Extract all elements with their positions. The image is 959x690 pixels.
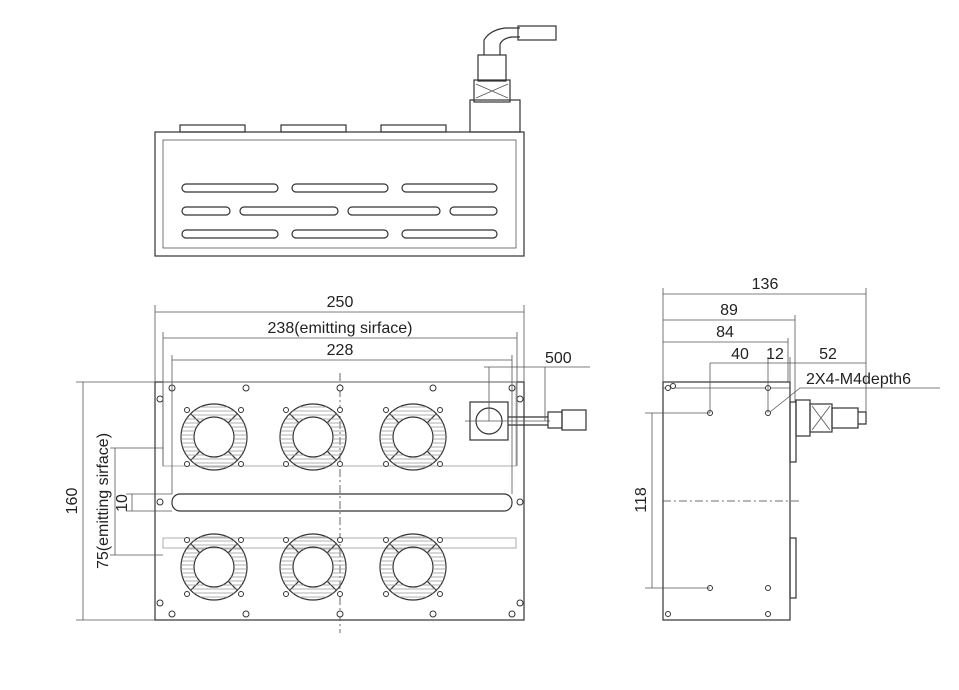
fan-screw [283, 591, 289, 597]
mounting-hole [242, 610, 250, 618]
fan-hub [292, 416, 334, 458]
side-view [662, 381, 867, 621]
fan-outer-ring [379, 533, 447, 601]
vent-slot [291, 183, 389, 193]
dim-228: 228 [327, 342, 354, 359]
fan [379, 533, 447, 601]
mounting-hole [516, 599, 524, 607]
fan-outer-ring [180, 403, 248, 471]
dim-75-emitting: 75(emitting sirface) [95, 433, 112, 569]
dim-160: 160 [64, 488, 81, 515]
mounting-hole [156, 498, 164, 506]
fan [379, 403, 447, 471]
side-hole [670, 383, 676, 389]
front-view [154, 373, 587, 633]
fan-outer-ring [379, 403, 447, 471]
fan-hub [392, 416, 434, 458]
side-dimensions: 136 89 84 40 12 52 2X4-M4depth6 118 [633, 276, 940, 589]
mounting-hole [156, 395, 164, 403]
fan-screw [238, 407, 244, 413]
mounting-hole [168, 610, 176, 618]
connector-top [469, 25, 557, 133]
dim-500-cable: 500 [545, 350, 572, 367]
vent-slot [347, 206, 441, 216]
mounting-hole [516, 395, 524, 403]
fan-screw [184, 407, 190, 413]
mounting-hole [516, 498, 524, 506]
fan [279, 403, 347, 471]
fan-screw [184, 461, 190, 467]
fan-hub [193, 416, 235, 458]
fan [279, 533, 347, 601]
fan-hub [392, 546, 434, 588]
front-dimensions: 250 238(emitting sirface) 228 500 160 75… [64, 294, 590, 621]
fan-screw [383, 407, 389, 413]
fan-screw [337, 461, 343, 467]
vent-slot [239, 206, 339, 216]
side-hole [665, 385, 671, 391]
fan-screw [238, 461, 244, 467]
fan-screw [283, 407, 289, 413]
fan-screw [238, 591, 244, 597]
fan-outer-ring [180, 533, 248, 601]
fan [180, 403, 248, 471]
fan-hub [193, 546, 235, 588]
fan-outer-ring [279, 533, 347, 601]
vent-slot [181, 229, 279, 239]
fan [180, 533, 248, 601]
dim-118: 118 [633, 487, 650, 513]
mounting-hole [336, 610, 344, 618]
dim-136: 136 [752, 276, 779, 293]
mounting-hole [336, 384, 344, 392]
fan-screw [238, 537, 244, 543]
fan-screw [283, 461, 289, 467]
dim-84: 84 [716, 324, 734, 341]
mounting-hole [242, 384, 250, 392]
fan-screw [337, 537, 343, 543]
thread-callout: 2X4-M4depth6 [806, 371, 911, 388]
fan-screw [383, 537, 389, 543]
fan-outer-ring [279, 403, 347, 471]
dim-40: 40 [731, 346, 749, 363]
dim-10-slot: 10 [114, 494, 131, 512]
fan-screw [184, 591, 190, 597]
side-hole [765, 585, 771, 591]
fan-screw [184, 537, 190, 543]
vent-slot [401, 183, 498, 193]
vent-slot [449, 206, 498, 216]
mounting-hole [429, 384, 437, 392]
fan-screw [283, 537, 289, 543]
fan-screw [383, 461, 389, 467]
top-view [154, 25, 557, 257]
mounting-hole [156, 599, 164, 607]
side-hole [665, 611, 671, 617]
fan-screw [437, 537, 443, 543]
fan-screw [437, 461, 443, 467]
side-hole [765, 611, 771, 617]
fan-screw [437, 591, 443, 597]
mounting-hole [429, 610, 437, 618]
vent-slot [401, 229, 498, 239]
dim-52: 52 [819, 346, 837, 363]
vent-slot [181, 183, 279, 193]
mounting-hole [508, 610, 516, 618]
vent-slot [181, 206, 231, 216]
fan-screw [383, 591, 389, 597]
dim-250: 250 [327, 294, 354, 311]
dim-12: 12 [766, 346, 784, 363]
dim-238-emitting: 238(emitting sirface) [268, 320, 413, 337]
fan-screw [337, 407, 343, 413]
dim-89: 89 [720, 302, 738, 319]
fan-screw [437, 407, 443, 413]
vent-slot [291, 229, 389, 239]
fan-screw [337, 591, 343, 597]
fan-hub [292, 546, 334, 588]
